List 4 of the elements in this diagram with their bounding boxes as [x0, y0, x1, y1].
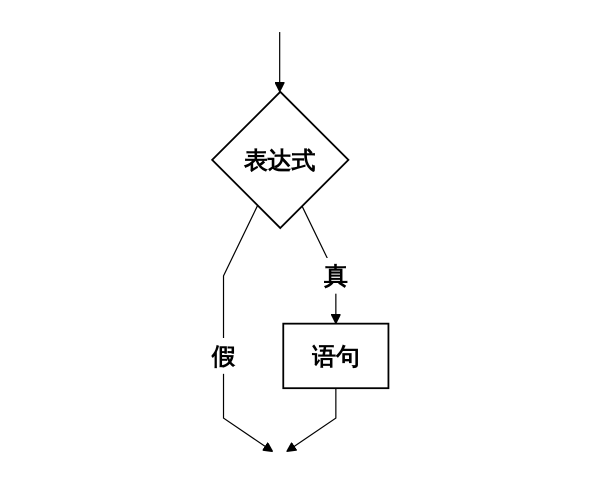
arrow [286, 388, 336, 452]
arrow [274, 32, 285, 92]
decision-diamond: 表达式 [210, 90, 350, 230]
process-box: 语句 [282, 322, 390, 390]
